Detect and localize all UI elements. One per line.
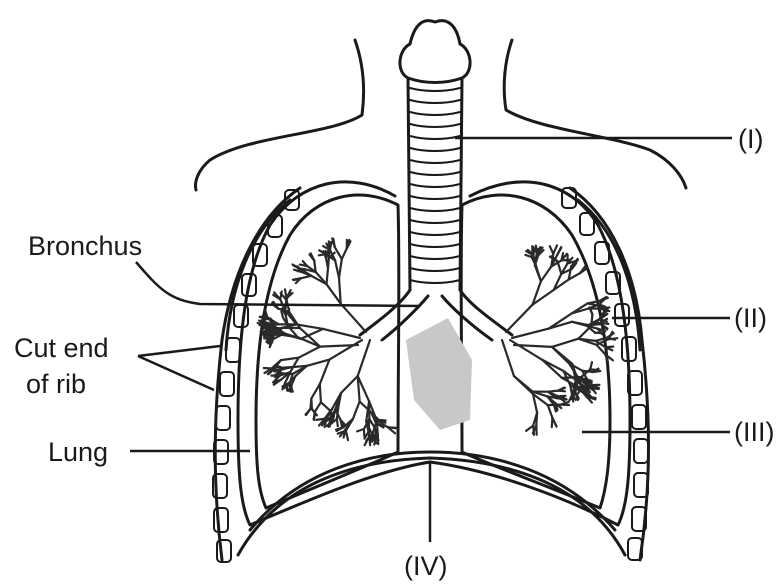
trachea-ring (410, 88, 460, 91)
label-cut-rib-line1: Cut end (14, 333, 109, 363)
trachea-ring (410, 148, 460, 151)
bronchiole (536, 413, 537, 426)
trachea-ring (410, 136, 460, 139)
trachea-ring (410, 184, 460, 187)
bronchiole (559, 398, 567, 399)
trachea-ring (410, 268, 460, 271)
leader-rib-lower (138, 356, 214, 390)
bronchiole (282, 367, 292, 368)
bronchiole (299, 347, 320, 358)
bronchiole (591, 314, 592, 326)
bronchiole (558, 262, 562, 274)
label-diaphragm: (IV) (404, 551, 448, 581)
trachea-ring (410, 280, 460, 283)
bronchiole (561, 260, 570, 261)
trachea (400, 21, 470, 290)
bronchiole (578, 326, 591, 339)
bronchiole-tree-right (502, 245, 617, 435)
bronchiole (605, 347, 613, 348)
bronchiole (315, 402, 321, 412)
leader-bronchus (136, 262, 420, 306)
trachea-ring (410, 208, 460, 211)
bronchiole (264, 368, 272, 369)
bronchiole (339, 278, 341, 304)
bronchiole (552, 347, 569, 363)
leader-rib-upper (138, 346, 220, 356)
bronchiole (281, 312, 283, 318)
bronchiole (329, 340, 362, 360)
label-bronchus: Bronchus (28, 231, 142, 261)
bronchiole (510, 340, 542, 360)
bronchiole (506, 305, 533, 332)
bronchiole (333, 239, 335, 248)
bronchiole (301, 329, 323, 339)
bronchiole (307, 360, 330, 366)
bronchiole (314, 412, 315, 420)
bronchiole (541, 267, 551, 282)
bronchiole (341, 304, 366, 332)
label-trachea: (I) (738, 124, 763, 154)
bronchiole (553, 245, 557, 253)
trachea-ring (410, 196, 460, 199)
bronchiole (335, 247, 342, 259)
bronchiole (323, 329, 360, 338)
label-alveoli: (III) (734, 417, 775, 447)
trachea-ring (410, 244, 460, 247)
bronchiole-tree-left (258, 238, 398, 445)
bronchiole (346, 431, 348, 441)
bronchiole (310, 398, 311, 409)
trachea-ring (410, 100, 460, 103)
trachea-ring (410, 112, 460, 115)
bronchiole (320, 360, 330, 385)
bronchiole (327, 268, 329, 284)
trachea-ring (410, 220, 460, 223)
bronchiole (600, 298, 608, 301)
bronchiole (335, 260, 339, 277)
label-cut-rib-line2: of rib (26, 369, 86, 399)
bronchiole (357, 429, 364, 431)
bronchiole (502, 340, 514, 376)
bronchiole (388, 427, 398, 428)
bronchiole (320, 384, 321, 402)
bronchiole (353, 402, 360, 420)
bronchiole (342, 248, 347, 259)
left-lung (256, 195, 399, 508)
right-lung (461, 195, 610, 508)
bronchiole (590, 362, 592, 369)
label-lung: Lung (48, 437, 108, 467)
diaphragm (238, 452, 625, 555)
label-pleura: (II) (734, 303, 767, 333)
bronchiole (341, 376, 358, 393)
bronchiole (526, 426, 533, 431)
bronchiole (287, 292, 290, 300)
bronchiole (512, 329, 549, 338)
bronchiole (379, 420, 386, 421)
trachea-rings (410, 88, 460, 283)
trachea-ring (410, 124, 460, 127)
trachea-ring (410, 232, 460, 235)
bronchiole (358, 340, 370, 376)
trachea-ring (410, 160, 460, 163)
bronchiole (548, 405, 553, 418)
bronchiole (281, 358, 299, 360)
bronchiole (552, 339, 578, 347)
bronchiole (337, 419, 338, 426)
bronchiole (532, 250, 533, 257)
bronchiole (321, 402, 330, 410)
bronchiole (311, 384, 319, 398)
bronchiole (298, 337, 320, 346)
trachea-ring (410, 172, 460, 175)
trachea-ring (410, 256, 460, 259)
bronchiole (600, 323, 608, 324)
bronchiole (514, 376, 533, 392)
bronchiole (582, 371, 593, 372)
bronchiole (319, 254, 326, 255)
bronchiole (536, 266, 541, 281)
